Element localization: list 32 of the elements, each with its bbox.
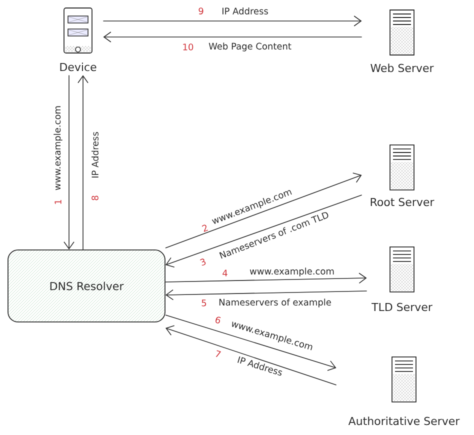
node-label: TLD Server xyxy=(372,302,432,312)
arrow xyxy=(165,172,362,248)
edge-label: IP Address xyxy=(220,6,270,16)
arrow xyxy=(165,289,368,300)
edge-label: www.example.com xyxy=(248,266,336,278)
step-number: 10 xyxy=(183,44,194,50)
node-label: Root Server xyxy=(370,198,434,206)
arrow xyxy=(78,75,88,250)
node-label: Device xyxy=(60,62,96,72)
arrow xyxy=(165,314,336,371)
edge-label: www.example.com xyxy=(52,104,64,192)
arrow xyxy=(64,74,74,250)
resolver-box: DNS Resolver xyxy=(8,250,166,322)
edge-label: IP Address xyxy=(90,130,100,180)
edge-label: Web Page Content xyxy=(208,42,292,52)
arrow xyxy=(165,272,367,284)
node-label: Web Server xyxy=(370,64,434,72)
step-number: 4 xyxy=(222,270,228,276)
step-number: 9 xyxy=(198,8,204,14)
step-number: 5 xyxy=(202,300,206,306)
arrow xyxy=(103,32,362,42)
step-number: 6 xyxy=(216,316,221,324)
step-number: 2 xyxy=(202,224,208,232)
step-number: 7 xyxy=(216,350,221,358)
arrow xyxy=(102,16,362,26)
edge-label: Nameservers of example xyxy=(218,298,332,308)
step-number: 3 xyxy=(200,258,206,266)
node-label: Authoritative Server xyxy=(348,416,460,426)
step-number: 8 xyxy=(92,196,98,200)
arrow xyxy=(165,194,362,268)
arrow xyxy=(165,325,337,386)
step-number: 1 xyxy=(54,200,62,204)
